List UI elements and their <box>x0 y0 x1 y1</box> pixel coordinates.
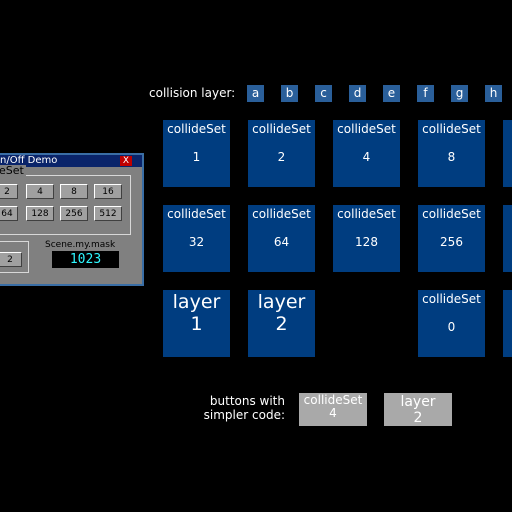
layer-key-c[interactable]: c <box>315 85 332 102</box>
collideset-tile-partial[interactable] <box>503 290 512 357</box>
collideset-tile-4[interactable]: collideSet 4 <box>333 120 400 187</box>
simpler-code-hint: buttons with simpler code: <box>195 394 285 422</box>
collideset-tile-256[interactable]: collideSet 256 <box>418 205 485 272</box>
demo-window: n/Off Demo X eSet 2 4 8 16 64 128 256 51… <box>0 153 144 286</box>
collideset-tile-partial[interactable] <box>503 120 512 187</box>
layer-value: 2 <box>275 313 288 335</box>
collideset-tile-partial[interactable] <box>503 205 512 272</box>
small-button-2[interactable]: 2 <box>0 252 22 267</box>
small-group <box>0 241 29 273</box>
tile-title: collideSet <box>422 122 481 136</box>
mask-button-128[interactable]: 128 <box>26 206 54 221</box>
mask-button-512[interactable]: 512 <box>94 206 122 221</box>
tile-value: 1 <box>192 150 201 164</box>
mask-value-display: 1023 <box>52 251 119 268</box>
layer-tile-2[interactable]: layer 2 <box>248 290 315 357</box>
mask-button-64[interactable]: 64 <box>0 206 18 221</box>
simple-collideset-button[interactable]: collideSet 4 <box>299 393 367 426</box>
tile-value: 32 <box>188 235 205 249</box>
collideset-group <box>0 175 131 235</box>
collideset-tile-0[interactable]: collideSet 0 <box>418 290 485 357</box>
collideset-tile-32[interactable]: collideSet 32 <box>163 205 230 272</box>
tile-title: collideSet <box>252 207 311 221</box>
layer-key-f[interactable]: f <box>417 85 434 102</box>
button-title: collideSet <box>303 393 363 407</box>
button-value: 4 <box>329 406 337 420</box>
tile-value: 8 <box>447 150 456 164</box>
tile-title: collideSet <box>337 207 396 221</box>
layer-tile-1[interactable]: layer 1 <box>163 290 230 357</box>
layer-key-b[interactable]: b <box>281 85 298 102</box>
hint-line-2: simpler code: <box>203 408 285 422</box>
simple-layer-button[interactable]: layer 2 <box>384 393 452 426</box>
button-value: 2 <box>413 410 423 426</box>
tile-value: 128 <box>355 235 378 249</box>
button-title: layer <box>400 394 436 410</box>
collideset-tile-64[interactable]: collideSet 64 <box>248 205 315 272</box>
tile-title: collideSet <box>252 122 311 136</box>
layer-value: 1 <box>190 313 203 335</box>
mask-label: Scene.my.mask <box>45 240 116 250</box>
window-title: n/Off Demo <box>0 155 58 166</box>
layer-key-a[interactable]: a <box>247 85 264 102</box>
close-icon[interactable]: X <box>120 156 132 166</box>
layer-title: layer <box>257 291 306 313</box>
tile-value: 256 <box>440 235 463 249</box>
mask-button-8[interactable]: 8 <box>60 184 88 199</box>
group-title: eSet <box>0 164 26 177</box>
hint-line-1: buttons with <box>209 394 285 408</box>
tile-value: 0 <box>447 320 456 334</box>
layer-key-g[interactable]: g <box>451 85 468 102</box>
mask-button-2[interactable]: 2 <box>0 184 18 199</box>
mask-button-256[interactable]: 256 <box>60 206 88 221</box>
tile-title: collideSet <box>167 122 226 136</box>
tile-title: collideSet <box>337 122 396 136</box>
tile-title: collideSet <box>422 207 481 221</box>
collideset-tile-8[interactable]: collideSet 8 <box>418 120 485 187</box>
tile-value: 64 <box>273 235 290 249</box>
layer-title: layer <box>172 291 221 313</box>
layer-key-h[interactable]: h <box>485 85 502 102</box>
tile-value: 4 <box>362 150 371 164</box>
collideset-tile-2[interactable]: collideSet 2 <box>248 120 315 187</box>
tile-title: collideSet <box>167 207 226 221</box>
layer-key-e[interactable]: e <box>383 85 400 102</box>
collision-layer-label: collision layer: <box>149 86 236 100</box>
tile-value: 2 <box>277 150 286 164</box>
mask-button-16[interactable]: 16 <box>94 184 122 199</box>
layer-key-d[interactable]: d <box>349 85 366 102</box>
mask-button-4[interactable]: 4 <box>26 184 54 199</box>
window-titlebar[interactable]: n/Off Demo <box>0 155 142 167</box>
collideset-tile-1[interactable]: collideSet 1 <box>163 120 230 187</box>
collideset-tile-128[interactable]: collideSet 128 <box>333 205 400 272</box>
tile-title: collideSet <box>422 292 481 306</box>
